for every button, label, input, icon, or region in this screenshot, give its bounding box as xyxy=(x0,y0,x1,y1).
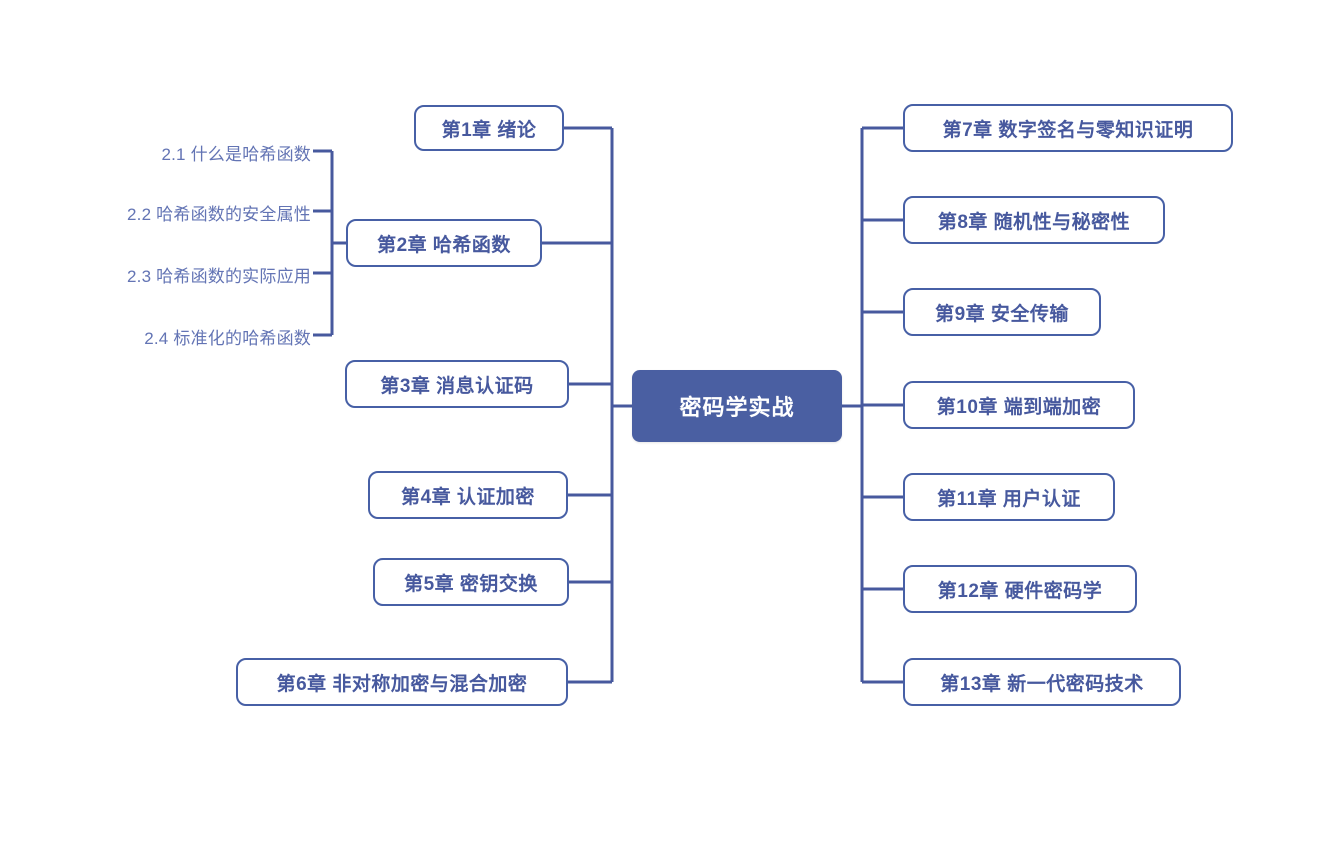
node-ch6-label: 第6章 非对称加密与混合加密 xyxy=(276,673,528,695)
node-ch5[interactable]: 第5章 密钥交换 xyxy=(373,558,569,606)
node-ch1-label: 第1章 绪论 xyxy=(441,119,537,141)
root-node-label: 密码学实战 xyxy=(679,395,795,420)
node-ch8[interactable]: 第8章 随机性与秘密性 xyxy=(903,196,1165,244)
node-ch12-label: 第12章 硬件密码学 xyxy=(937,580,1103,602)
node-ch13-label: 第13章 新一代密码技术 xyxy=(940,673,1144,695)
root-node[interactable]: 密码学实战 xyxy=(632,370,842,442)
node-ch11-label: 第11章 用户认证 xyxy=(937,488,1081,510)
node-ch11[interactable]: 第11章 用户认证 xyxy=(903,473,1115,521)
node-ch4-label: 第4章 认证加密 xyxy=(401,486,535,508)
node-ch7[interactable]: 第7章 数字签名与零知识证明 xyxy=(903,104,1233,152)
node-ch3-label: 第3章 消息认证码 xyxy=(380,375,534,397)
node-ch9[interactable]: 第9章 安全传输 xyxy=(903,288,1101,336)
node-ch12[interactable]: 第12章 硬件密码学 xyxy=(903,565,1137,613)
node-ch13[interactable]: 第13章 新一代密码技术 xyxy=(903,658,1181,706)
node-ch9-label: 第9章 安全传输 xyxy=(935,303,1069,325)
node-ch4[interactable]: 第4章 认证加密 xyxy=(368,471,568,519)
node-ch6[interactable]: 第6章 非对称加密与混合加密 xyxy=(236,658,568,706)
node-ch10[interactable]: 第10章 端到端加密 xyxy=(903,381,1135,429)
node-ch8-label: 第8章 随机性与秘密性 xyxy=(937,211,1131,233)
node-ch10-label: 第10章 端到端加密 xyxy=(936,396,1102,418)
node-ch5-label: 第5章 密钥交换 xyxy=(404,573,538,595)
subitem-s22[interactable]: 2.2 哈希函数的安全属性 xyxy=(127,205,311,224)
node-ch3[interactable]: 第3章 消息认证码 xyxy=(345,360,569,408)
subitem-s21[interactable]: 2.1 什么是哈希函数 xyxy=(161,145,311,164)
subitem-s23[interactable]: 2.3 哈希函数的实际应用 xyxy=(127,267,311,286)
node-ch2-label: 第2章 哈希函数 xyxy=(377,234,511,256)
node-ch7-label: 第7章 数字签名与零知识证明 xyxy=(942,119,1194,141)
subitem-s24[interactable]: 2.4 标准化的哈希函数 xyxy=(144,329,311,348)
node-ch1[interactable]: 第1章 绪论 xyxy=(414,105,564,151)
node-ch2[interactable]: 第2章 哈希函数 xyxy=(346,219,542,267)
